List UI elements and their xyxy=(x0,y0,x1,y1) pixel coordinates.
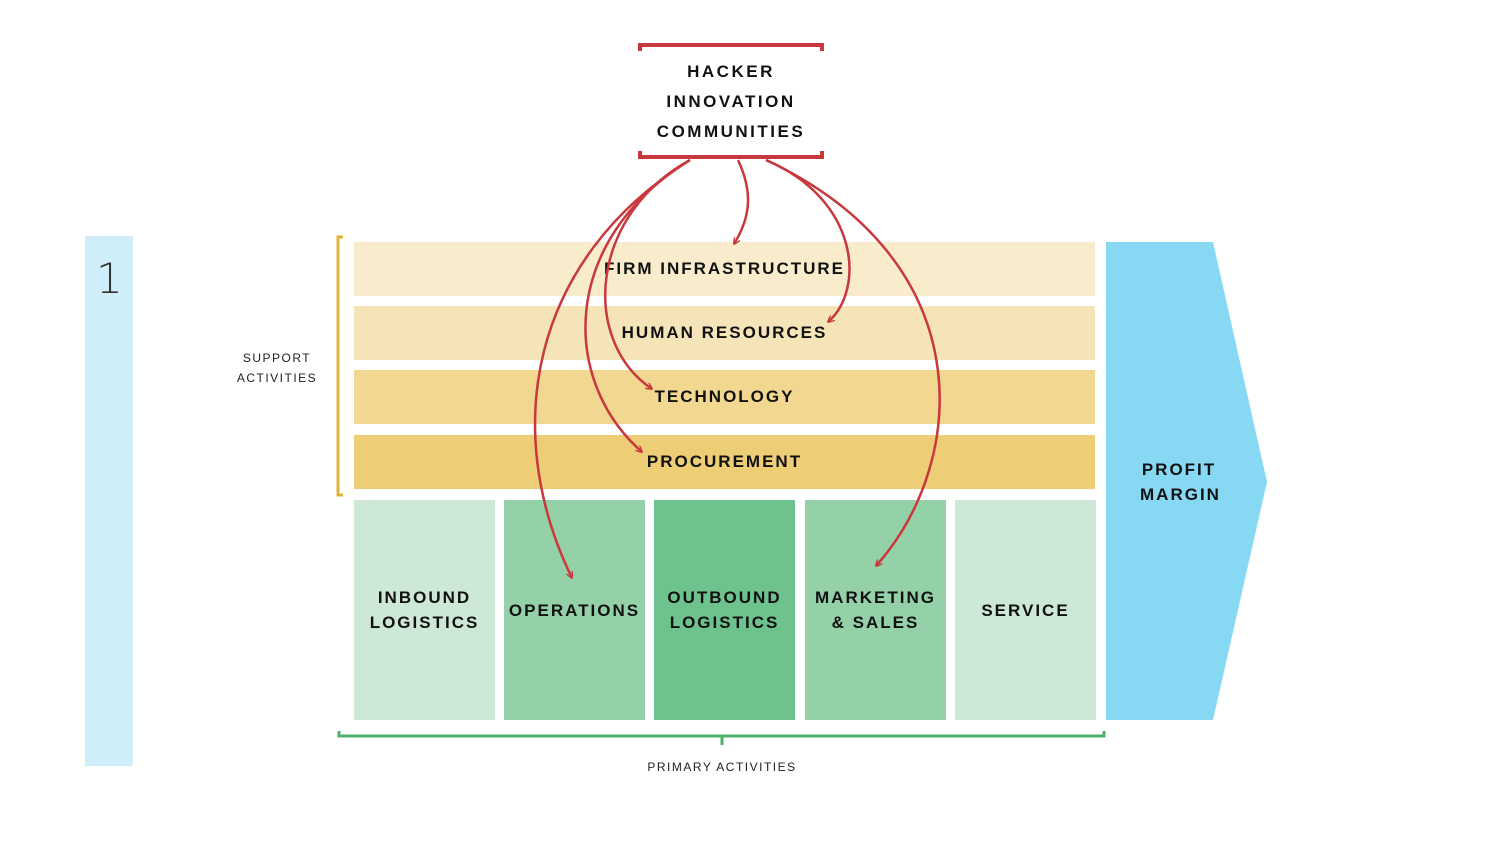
column-operations: OPERATIONS xyxy=(504,500,645,720)
profit-label-line: MARGIN xyxy=(1140,485,1221,504)
support-label-line: SUPPORT xyxy=(242,351,312,365)
source-line: INNOVATION xyxy=(666,92,796,111)
source-line: HACKER xyxy=(687,62,775,81)
band-technology: TECHNOLOGY xyxy=(354,370,1095,424)
profit-margin-label: PROFIT MARGIN xyxy=(1140,457,1221,507)
band-procurement: PROCUREMENT xyxy=(354,435,1095,489)
hacker-innovation-communities-box: HACKER INNOVATION COMMUNITIES xyxy=(640,56,822,148)
support-label-line: ACTIVITIES xyxy=(236,371,318,385)
section-number: 1 xyxy=(96,254,123,303)
arrow-to-firm-infrastructure xyxy=(734,159,750,244)
band-label: TECHNOLOGY xyxy=(654,387,795,406)
source-line: COMMUNITIES xyxy=(656,122,806,141)
band-firm-infrastructure: FIRM INFRASTRUCTURE xyxy=(354,242,1095,296)
arrow-to-human-resources xyxy=(765,158,851,322)
column-inbound-logistics: INBOUND LOGISTICS xyxy=(354,500,495,720)
band-human-resources: HUMAN RESOURCES xyxy=(354,306,1095,360)
column-label-line: INBOUND xyxy=(377,588,472,607)
column-label-line: OPERATIONS xyxy=(508,600,641,620)
band-label: HUMAN RESOURCES xyxy=(621,323,828,342)
profit-label-line: PROFIT xyxy=(1141,460,1217,479)
column-label-line: LOGISTICS xyxy=(369,613,480,632)
support-activities-label: SUPPORT ACTIVITIES xyxy=(232,348,322,388)
column-service: SERVICE xyxy=(955,500,1096,720)
column-label-line: LOGISTICS xyxy=(669,613,780,632)
sidebar-strip xyxy=(85,236,133,766)
column-label-line: SERVICE xyxy=(981,600,1070,620)
band-label: PROCUREMENT xyxy=(646,452,803,471)
primary-activities-label: PRIMARY ACTIVITIES xyxy=(647,760,797,774)
column-label-line: MARKETING xyxy=(815,588,936,607)
column-outbound-logistics: OUTBOUND LOGISTICS xyxy=(654,500,795,720)
column-label-line: OUTBOUND xyxy=(667,588,782,607)
column-label-line: & SALES xyxy=(831,613,920,632)
column-marketing-sales: MARKETING & SALES xyxy=(805,500,946,720)
band-label: FIRM INFRASTRUCTURE xyxy=(603,259,846,278)
